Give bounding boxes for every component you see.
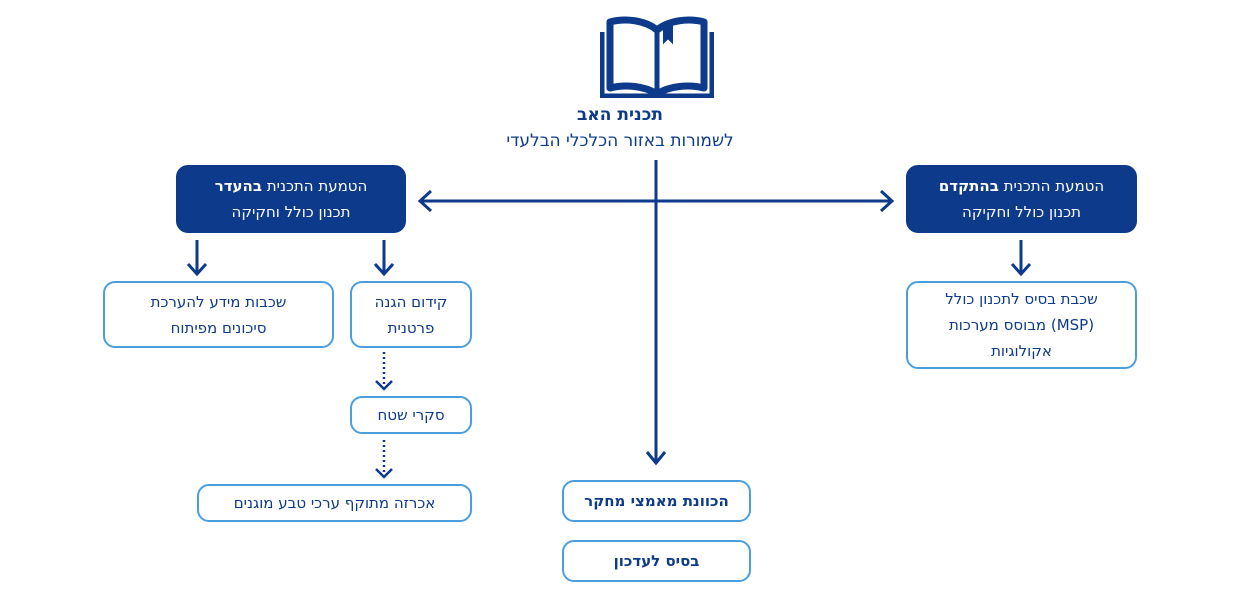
- arrowhead-partial: [373, 262, 395, 277]
- arrowhead-info-layers: [186, 262, 208, 277]
- node-advance-bold: בהתקדם: [938, 177, 999, 195]
- node-msp-line1: שכבת בסיס לתכנון כולל: [945, 290, 1098, 308]
- node-msp-layer: שכבת בסיס לתכנון כולל (MSP) מבוסס מערכות…: [906, 281, 1137, 369]
- node-absence-bold: בהעדר: [214, 177, 262, 195]
- node-advance-planning: הטמעת התכנית בהתקדם תכנון כולל וחקיקה: [906, 165, 1137, 233]
- node-absence-prefix: הטמעת התכנית: [262, 177, 368, 195]
- node-msp-line3: אקולוגיות: [991, 342, 1052, 360]
- node-advance-prefix: הטמעת התכנית: [998, 177, 1105, 195]
- dotted-arrowhead-declaration: [375, 468, 393, 479]
- node-field-surveys-label: סקרי שטח: [377, 406, 445, 424]
- right-arrowhead: [879, 189, 895, 213]
- node-absence-line2: תכנון כולל וחקיקה: [231, 203, 351, 221]
- node-info-layers-line2: סיכונים מפיתוח: [170, 318, 267, 337]
- node-partial-protection: קידום הגנה פרטנית: [350, 281, 472, 348]
- arrowhead-msp: [1010, 262, 1032, 277]
- header: תכנית האב לשמורות באזור הכלכלי הבלעדי: [470, 102, 770, 154]
- node-research-label: הכוונת מאמצי מחקר: [584, 492, 729, 510]
- page-title: תכנית האב: [577, 105, 663, 125]
- node-absence-line1: הטמעת התכנית בהעדר: [215, 173, 368, 199]
- node-partial-line2: פרטנית: [387, 318, 435, 337]
- node-field-surveys: סקרי שטח: [350, 396, 472, 434]
- node-declaration-label: אכרזה מתוקף ערכי טבע מוגנים: [233, 494, 436, 512]
- node-advance-line2: תכנון כולל וחקיקה: [962, 203, 1081, 221]
- node-absence-planning: הטמעת התכנית בהעדר תכנון כולל וחקיקה: [176, 165, 406, 233]
- node-partial-line1: קידום הגנה: [374, 292, 448, 311]
- node-research-direction: הכוונת מאמצי מחקר: [562, 480, 751, 522]
- node-declaration: אכרזה מתוקף ערכי טבע מוגנים: [197, 484, 472, 522]
- dotted-arrowhead-surveys: [375, 380, 393, 391]
- node-info-layers-line1: שכבות מידע להערכת: [150, 292, 287, 311]
- node-update-basis: בסיס לעדכון: [562, 540, 751, 582]
- node-update-label: בסיס לעדכון: [613, 552, 700, 570]
- center-arrowhead: [645, 451, 667, 466]
- page-subtitle: לשמורות באזור הכלכלי הבלעדי: [506, 131, 734, 151]
- node-info-layers: שכבות מידע להערכת סיכונים מפיתוח: [103, 281, 334, 348]
- left-arrowhead: [417, 189, 433, 213]
- node-advance-line1: הטמעת התכנית בהתקדם: [939, 173, 1104, 199]
- node-msp-line2: (MSP) מבוסס מערכות: [948, 316, 1095, 334]
- open-book-icon: [600, 16, 714, 98]
